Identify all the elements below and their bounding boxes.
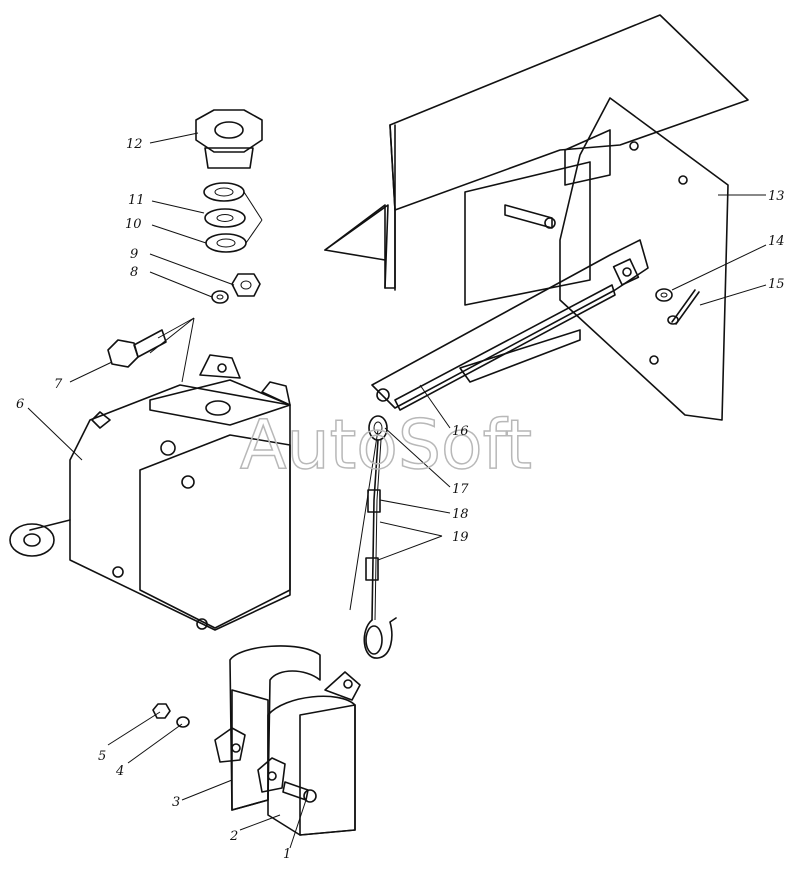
callout-17: 17 [452,482,469,497]
mounting-plate [559,97,729,421]
callout-2: 2 [229,829,238,844]
washer-14 [655,288,673,302]
callout-14: 14 [768,234,785,249]
cable-assembly [363,415,397,659]
callout-12: 12 [126,137,143,152]
callout-9: 9 [130,247,138,262]
nut-5 [152,703,171,719]
washer-10b [205,233,247,253]
bolt-7 [107,329,167,368]
callout-13: 13 [768,189,785,204]
callout-15: 15 [768,277,785,292]
callout-3: 3 [172,795,180,810]
washer-4 [176,716,190,728]
callout-18: 18 [452,507,469,522]
washer-11 [203,182,245,202]
rear-plate [464,161,591,306]
nut-9 [231,273,261,297]
callout-16: 16 [452,424,469,439]
housing-6 [9,354,291,631]
plug-12 [195,109,263,169]
bearing-10 [204,208,246,228]
lever-16 [371,239,649,411]
callout-1: 1 [283,847,291,862]
watermark: AutoSoft [240,406,532,485]
cotter-pin-15 [667,289,700,325]
lock-washer-8 [211,290,229,304]
callout-11: 11 [128,193,145,208]
callout-4: 4 [115,764,124,779]
frame-bracket [324,14,749,291]
leader-lines [27,132,767,849]
callout-8: 8 [130,265,138,280]
callout-19: 19 [452,530,469,545]
callout-5: 5 [98,749,106,764]
clamp-2 [257,671,361,836]
callout-7: 7 [54,377,63,392]
callout-10: 10 [125,217,142,232]
callouts: 1 2 3 4 5 6 7 8 9 10 11 12 13 14 15 16 1… [16,137,785,862]
callout-6: 6 [16,397,24,412]
